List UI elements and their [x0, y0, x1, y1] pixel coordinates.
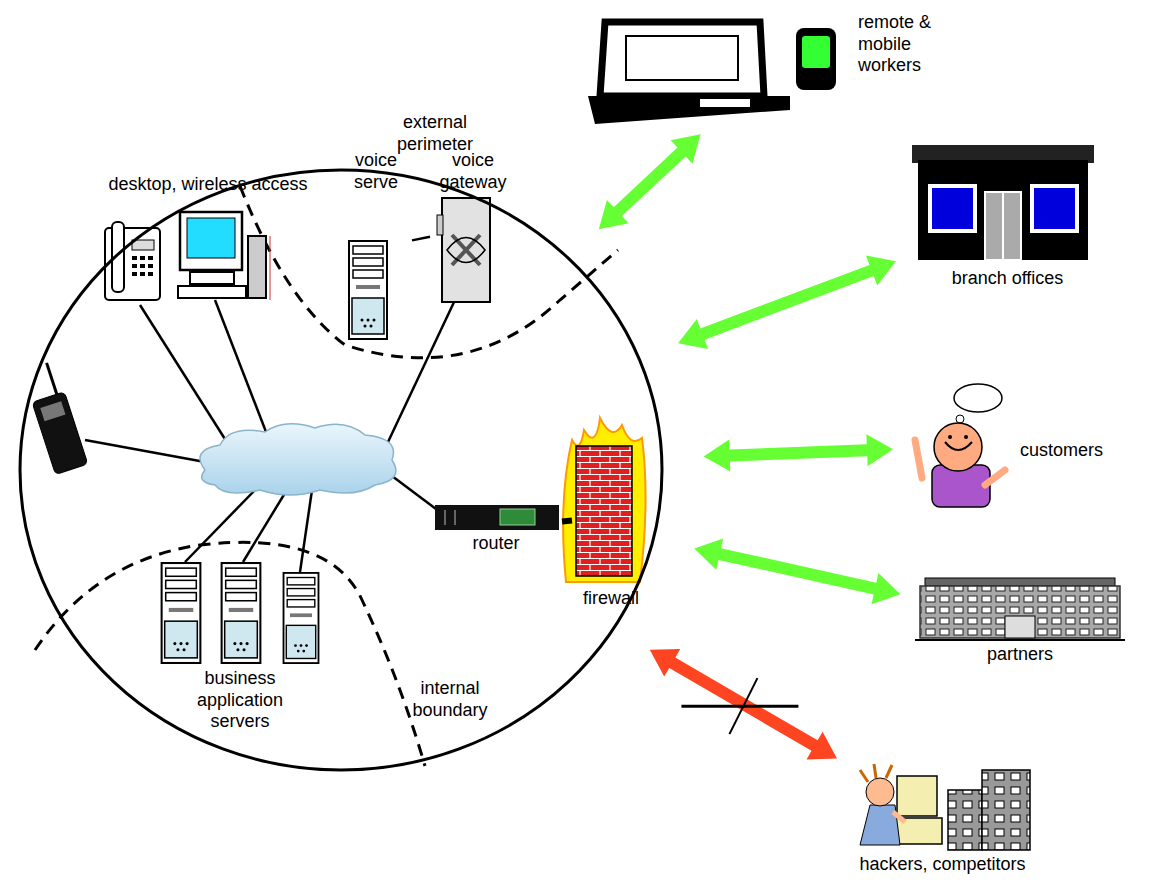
node-label: router — [432, 533, 560, 555]
wire — [562, 520, 572, 521]
node-label: branch offices — [910, 268, 1105, 290]
boundary-label: internal boundary — [400, 678, 500, 721]
block-mark — [681, 705, 798, 708]
computer-icon — [178, 212, 270, 300]
desktop-access: desktop, wireless access — [28, 172, 310, 477]
link-arrow — [694, 539, 900, 605]
arrow-shape — [650, 649, 837, 760]
wire — [412, 237, 430, 241]
perimeter-outline — [18, 168, 664, 772]
link-arrow — [599, 134, 701, 229]
pda-icon — [796, 28, 836, 90]
mobile-phone-icon — [22, 360, 88, 474]
arrow-shape — [599, 134, 701, 229]
customers: customers — [908, 382, 1110, 508]
gateway-icon — [437, 198, 490, 302]
router-icon — [435, 505, 559, 530]
server-icon — [222, 563, 261, 663]
arrow-shape — [678, 256, 896, 350]
node-label: desktop, wireless access — [108, 174, 308, 196]
link-arrow — [650, 649, 837, 760]
voice-gateway: voice gateway — [430, 150, 520, 305]
node-label: voice gateway — [428, 150, 518, 193]
branch-building-icon — [912, 145, 1094, 260]
block-mark — [729, 678, 757, 734]
boundary-dashed — [35, 542, 425, 766]
link-arrow — [704, 434, 893, 471]
firewall-icon — [563, 418, 645, 582]
branch-offices: branch offices — [910, 138, 1107, 300]
desk-phone-icon — [105, 222, 160, 300]
arrow-shape — [704, 434, 893, 471]
server-icon — [349, 241, 387, 339]
router: router — [432, 500, 562, 558]
server-icon — [284, 573, 319, 663]
wires — [85, 300, 455, 572]
wire-line — [562, 520, 572, 521]
partner-building-icon — [915, 578, 1125, 640]
voice-server: voice serve — [342, 150, 412, 345]
wire-line — [412, 237, 430, 241]
link-arrow — [678, 256, 896, 350]
hacker-figure — [860, 764, 942, 845]
node-label: hackers, competitors — [845, 854, 1040, 876]
firewall: firewall — [572, 418, 658, 613]
competitor-building-icon — [948, 770, 1030, 850]
node-label: voice serve — [342, 150, 410, 193]
network-cloud — [200, 424, 396, 495]
application-servers: business application servers — [155, 555, 335, 747]
node-label: remote & mobile workers — [858, 12, 953, 77]
partners: partners — [915, 572, 1127, 670]
customer-figure — [915, 384, 1005, 507]
laptop-icon — [588, 22, 790, 124]
node-label: firewall — [566, 588, 656, 610]
perimeter-circle: external perimetervoice servevoice gatew… — [18, 168, 664, 772]
node-label: partners — [915, 644, 1125, 666]
remote-workers: remote & mobile workers — [588, 12, 955, 124]
arrow-shape — [694, 539, 900, 605]
boundary-dashed — [240, 186, 618, 358]
node-label: customers — [1020, 440, 1108, 462]
node-label: business application servers — [170, 668, 310, 733]
server-icon — [162, 563, 201, 663]
hackers-competitors: hackers, competitors — [850, 762, 1042, 882]
perimeter-ellipse — [20, 170, 662, 770]
node-label: external perimeter — [380, 112, 490, 155]
